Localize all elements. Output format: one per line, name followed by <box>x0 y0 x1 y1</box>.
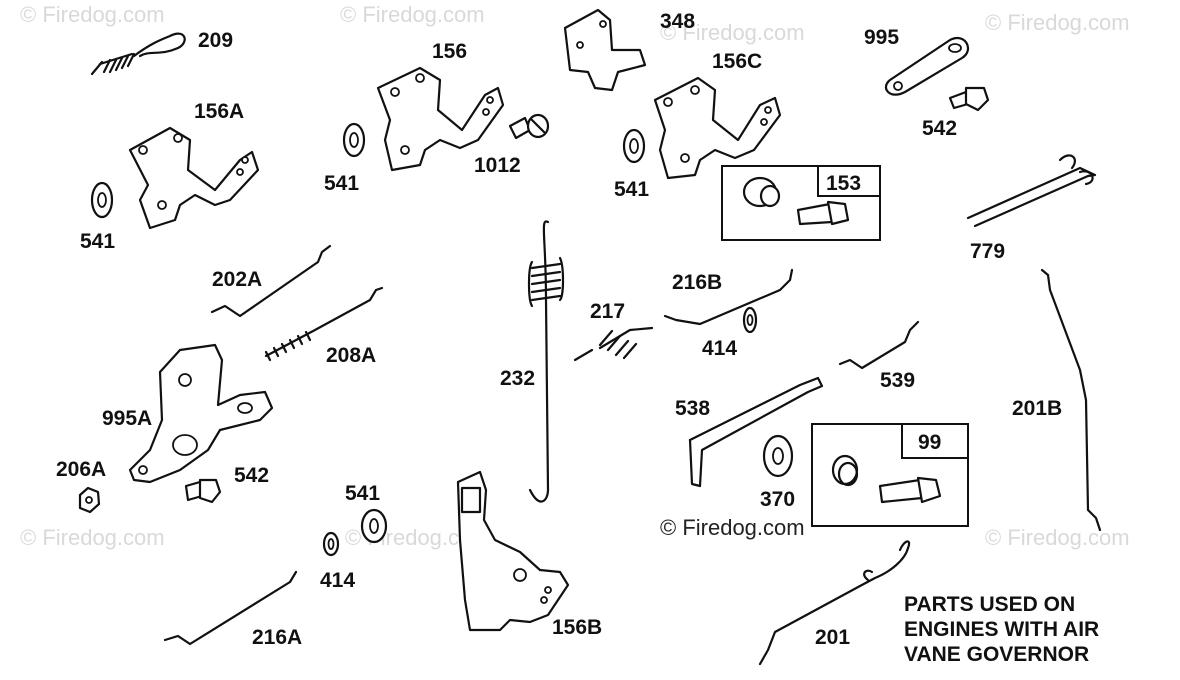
label-1012: 1012 <box>474 154 521 177</box>
part-370-washer <box>762 434 794 478</box>
note-line-3: VANE GOVERNOR <box>904 643 1089 666</box>
label-414: 414 <box>320 569 355 592</box>
part-202A-rod <box>210 244 332 318</box>
air-vane-note: PARTS USED ON ENGINES WITH AIR VANE GOVE… <box>904 593 1099 666</box>
part-156B-bracket <box>456 470 570 632</box>
note-line-2: ENGINES WITH AIR <box>904 618 1099 641</box>
part-541-washer-c <box>622 128 646 164</box>
part-156C-bracket <box>653 76 782 180</box>
part-99-kit <box>811 423 969 527</box>
label-217: 217 <box>590 300 625 323</box>
part-414-washer-b <box>322 531 340 557</box>
label-208A: 208A <box>326 344 376 367</box>
watermark: © Firedog.com <box>20 2 165 27</box>
part-labels: 209 156 348 156C 995 156A 542 541 1012 5… <box>56 10 1062 649</box>
label-539: 539 <box>880 369 915 392</box>
watermark: © Firedog.com <box>985 525 1130 550</box>
label-542: 542 <box>234 464 269 487</box>
part-541-washer-d <box>360 508 388 544</box>
part-414-washer-a <box>742 306 758 334</box>
part-217-spring <box>573 326 654 362</box>
label-370: 370 <box>760 488 795 511</box>
watermark: © Firedog.com <box>660 20 805 45</box>
label-156: 156 <box>432 40 467 63</box>
label-206A: 206A <box>56 458 106 481</box>
label-232: 232 <box>500 367 535 390</box>
part-216B-rod <box>663 268 794 326</box>
part-209-spring <box>90 32 186 76</box>
label-202A: 202A <box>212 268 262 291</box>
part-779-rod <box>966 154 1097 228</box>
label-156A: 156A <box>194 100 244 123</box>
label-201B: 201B <box>1012 397 1062 420</box>
label-995A: 995A <box>102 407 152 430</box>
part-206A-nut <box>78 486 101 514</box>
part-541-washer-a <box>90 181 114 219</box>
label-779: 779 <box>970 240 1005 263</box>
part-539-rod <box>838 320 920 370</box>
part-156-bracket <box>376 66 505 172</box>
label-541: 541 <box>324 172 359 195</box>
part-153-kit <box>721 165 881 241</box>
label-99: 99 <box>918 431 941 454</box>
label-153: 153 <box>826 172 861 195</box>
part-156A-bracket <box>128 126 260 230</box>
label-538: 538 <box>675 397 710 420</box>
part-995A-bracket <box>128 343 274 484</box>
part-995-link <box>884 37 969 96</box>
label-995: 995 <box>864 26 899 49</box>
part-1012-screw <box>508 113 550 140</box>
label-348: 348 <box>660 10 695 33</box>
part-216A-rod <box>163 570 298 646</box>
label-156B: 156B <box>552 616 602 639</box>
watermark: © Firedog.com <box>20 525 165 550</box>
part-538-rod <box>688 376 824 488</box>
label-216A: 216A <box>252 626 302 649</box>
part-541-washer-b <box>342 122 366 158</box>
label-201: 201 <box>815 626 850 649</box>
part-542-bolt-a <box>948 86 990 112</box>
part-348-bracket <box>563 8 647 92</box>
part-232-spring <box>527 220 565 503</box>
watermarks: © Firedog.com © Firedog.com © Firedog.co… <box>20 2 1130 550</box>
part-201-rod <box>758 540 911 666</box>
part-201B-rod <box>1040 268 1102 532</box>
part-542-bolt-b <box>184 478 222 504</box>
watermark: © Firedog.com <box>340 2 485 27</box>
part-208A-rod <box>264 286 384 362</box>
label-541: 541 <box>345 482 380 505</box>
label-541: 541 <box>80 230 115 253</box>
label-156C: 156C <box>712 50 762 73</box>
label-414: 414 <box>702 337 737 360</box>
watermark-main: © Firedog.com <box>660 515 805 540</box>
note-line-1: PARTS USED ON <box>904 593 1075 616</box>
label-541: 541 <box>614 178 649 201</box>
label-542: 542 <box>922 117 957 140</box>
label-209: 209 <box>198 29 233 52</box>
label-216B: 216B <box>672 271 722 294</box>
watermark: © Firedog.com <box>985 10 1130 35</box>
